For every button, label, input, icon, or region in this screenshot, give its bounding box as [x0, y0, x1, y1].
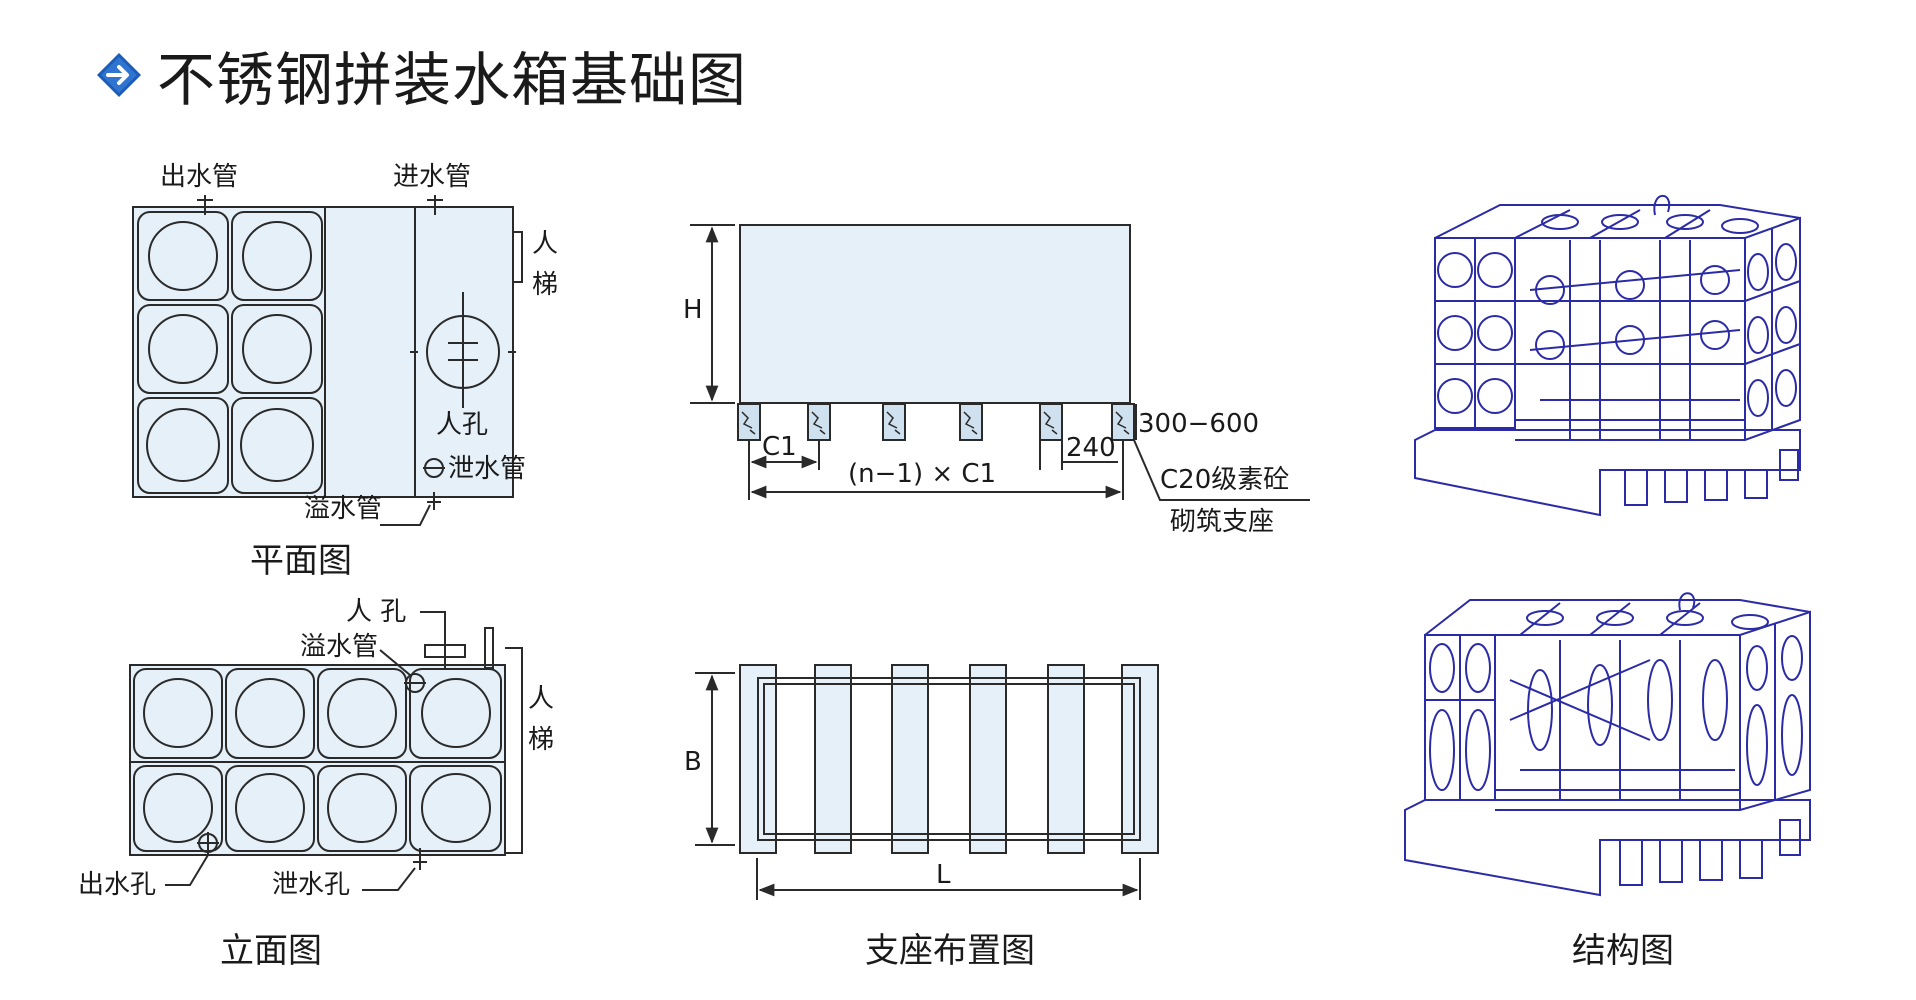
foundation-c1-label: C1	[762, 432, 797, 462]
plan-outlet-pipe-label: 出水管	[160, 162, 238, 192]
foundation-width-240-label: 240	[1066, 433, 1116, 463]
plan-caption: 平面图	[250, 541, 352, 581]
structure-view-top	[1414, 194, 1801, 517]
foundation-material-label-2: 砌筑支座	[1170, 507, 1274, 537]
elevation-view	[129, 611, 523, 891]
support-bars	[739, 664, 1159, 854]
elevation-overflow-pipe-label: 溢水管	[300, 632, 378, 662]
arrow-right-diamond-icon	[97, 53, 141, 97]
title-bar: 不锈钢拼装水箱基础图	[95, 40, 747, 114]
structure-view-bottom	[1404, 592, 1811, 897]
structure-caption: 结构图	[1572, 931, 1674, 971]
elevation-outlet-hole-label: 出水孔	[78, 870, 156, 900]
foundation-support-hatching	[741, 411, 1130, 435]
plan-ladder	[513, 231, 523, 283]
elevation-drain-hole-label: 泄水孔	[272, 870, 350, 900]
plan-manhole-label: 人孔	[436, 410, 488, 440]
foundation-height-range-label: 300−600	[1138, 409, 1259, 439]
support-layout-caption: 支座布置图	[865, 931, 1035, 971]
support-b-label: B	[684, 747, 702, 777]
support-layout-view	[695, 664, 1159, 900]
plan-panels	[137, 211, 323, 494]
foundation-tank-body	[739, 224, 1131, 404]
elevation-panels	[133, 668, 502, 852]
plan-ladder-label-2: 梯	[532, 270, 558, 300]
support-l-label: L	[936, 860, 951, 890]
page-title: 不锈钢拼装水箱基础图	[157, 46, 748, 114]
elevation-caption: 立面图	[220, 931, 322, 971]
foundation-span-label: (n−1) × C1	[848, 459, 996, 489]
elevation-ladder	[505, 647, 523, 854]
elevation-manhole-label: 人 孔	[346, 597, 406, 627]
plan-overflow-pipe-label: 溢水管	[304, 494, 382, 524]
plan-drain-pipe-label: 泄水管	[448, 454, 526, 484]
plan-ladder-label-1: 人	[532, 229, 558, 259]
structure-bottom-base-legs	[1619, 819, 1801, 886]
foundation-material-label-1: C20级素砼	[1160, 465, 1289, 495]
plan-inlet-pipe-label: 进水管	[393, 162, 471, 192]
structure-top-base-legs	[1624, 449, 1799, 506]
plan-view	[132, 195, 523, 526]
foundation-side-view	[690, 224, 1310, 501]
foundation-h-label: H	[683, 295, 703, 325]
elevation-ladder-label-2: 梯	[528, 725, 554, 755]
support-tank-footprint	[757, 677, 1141, 841]
elevation-ladder-label-1: 人	[528, 684, 554, 714]
